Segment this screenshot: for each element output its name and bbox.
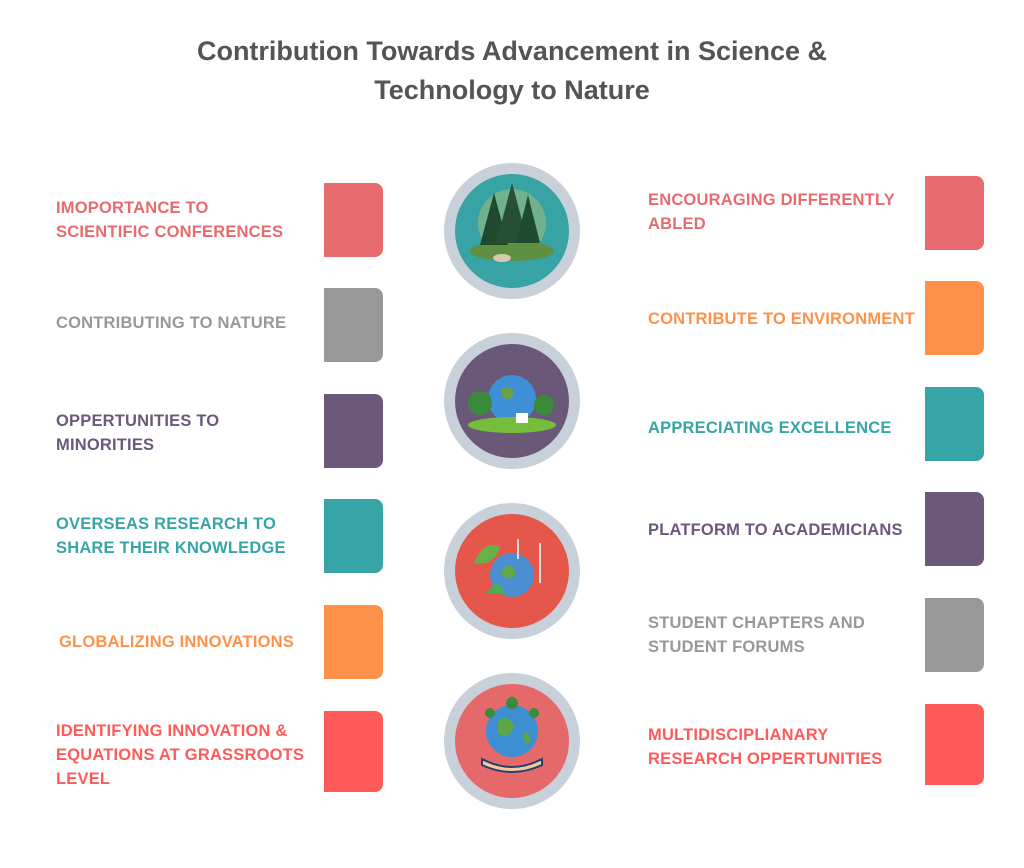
left-item-label-5: GLOBALIZING INNOVATIONS <box>59 633 294 651</box>
right-color-block-3 <box>925 387 984 461</box>
left-item-label-4: OVERSEAS RESEARCH TO SHARE THEIR KNOWLED… <box>56 515 286 557</box>
right-item-label-2: CONTRIBUTE TO ENVIRONMENT <box>648 310 915 328</box>
earth-community-icon <box>468 375 556 433</box>
right-color-block-4 <box>925 492 984 566</box>
title-line-2: Technology to Nature <box>374 75 650 105</box>
right-color-block-6 <box>925 704 984 785</box>
right-item-label-1: ENCOURAGING DIFFERENTLY ABLED <box>648 191 895 233</box>
right-item-label-5: STUDENT CHAPTERS AND STUDENT FORUMS <box>648 614 865 656</box>
left-color-block-4 <box>324 499 383 573</box>
left-color-block-6 <box>324 711 383 792</box>
left-color-block-2 <box>324 288 383 362</box>
left-item-label-6: IDENTIFYING INNOVATION & EQUATIONS AT GR… <box>56 722 305 788</box>
page-title: Contribution Towards Advancement in Scie… <box>0 32 1024 110</box>
green-energy-earth-icon <box>474 539 541 597</box>
illustration-circle-1 <box>444 163 580 299</box>
left-color-block-5 <box>324 605 383 679</box>
right-color-block-5 <box>925 598 984 672</box>
right-color-block-2 <box>925 281 984 355</box>
left-item-label-3: OPPERTUNITIES TO MINORITIES <box>56 412 220 454</box>
right-color-block-1 <box>925 176 984 250</box>
left-color-block-1 <box>324 183 383 257</box>
title-line-1: Contribution Towards Advancement in Scie… <box>196 36 828 66</box>
forest-island-icon <box>470 183 554 262</box>
illustration-circle-4 <box>444 673 580 809</box>
right-item-label-3: APPRECIATING EXCELLENCE <box>648 419 892 437</box>
left-item-label-2: CONTRIBUTING TO NATURE <box>56 314 287 332</box>
right-item-label-6: MULTIDISCIPLIANARY RESEARCH OPPERTUNITIE… <box>648 726 883 768</box>
left-item-label-1: IMOPORTANCE TO SCIENTIFIC CONFERENCES <box>56 199 284 241</box>
earth-in-hand-icon <box>481 697 543 773</box>
right-item-label-4: PLATFORM TO ACADEMICIANS <box>648 521 903 539</box>
illustration-circle-2 <box>444 333 580 469</box>
left-color-block-3 <box>324 394 383 468</box>
illustration-circle-3 <box>444 503 580 639</box>
